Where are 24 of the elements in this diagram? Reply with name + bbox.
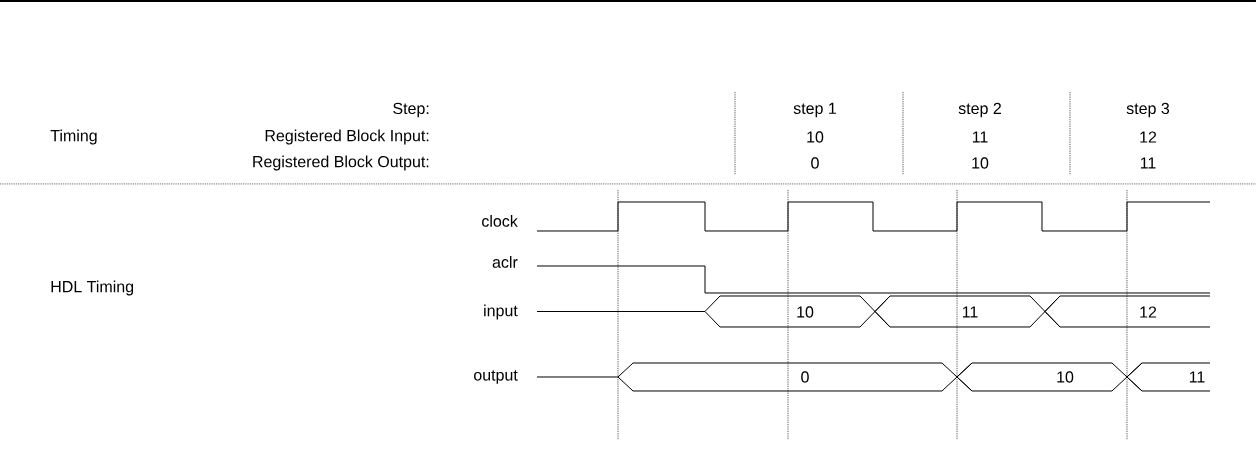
- bus-value: 11: [960, 305, 980, 319]
- table-value: 0: [811, 157, 819, 169]
- bus-value: 10: [1055, 370, 1075, 384]
- signal-label: output: [474, 370, 518, 384]
- table-value: 12: [1140, 131, 1157, 143]
- column-header: step 3: [1126, 102, 1170, 118]
- bus-value: 0: [799, 370, 811, 384]
- table-value: 11: [1140, 157, 1156, 169]
- signal-label: clock: [482, 215, 518, 227]
- section-label: Timing: [50, 129, 97, 145]
- signal-label: input: [484, 304, 518, 320]
- row-label: Step:: [393, 102, 429, 118]
- bus-value: 11: [1187, 370, 1207, 384]
- row-label: Registered Block Input:: [265, 129, 429, 145]
- table-value: 10: [972, 157, 989, 169]
- table-value: 10: [807, 131, 824, 143]
- column-header: step 1: [793, 102, 836, 118]
- row-label: Registered Block Output:: [253, 155, 429, 171]
- table-value: 11: [972, 131, 988, 143]
- column-header: step 2: [958, 102, 1001, 118]
- bus-value: 12: [1138, 305, 1158, 319]
- section-label: HDL Timing: [51, 280, 134, 296]
- signal-label: aclr: [492, 256, 518, 268]
- bus-value: 10: [795, 305, 815, 319]
